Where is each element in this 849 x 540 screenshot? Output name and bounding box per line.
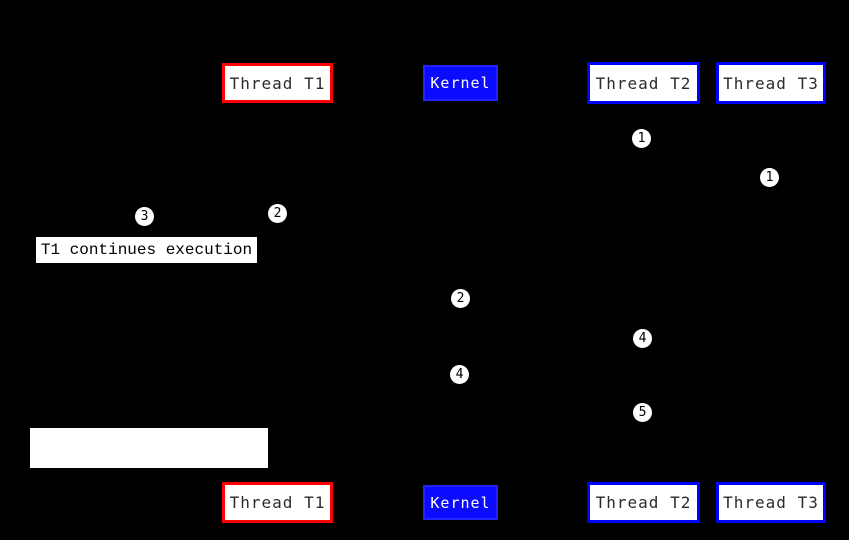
step-circle-1-t2: 1	[632, 129, 651, 148]
thread-t3-box-bottom: Thread T3	[716, 482, 826, 523]
kernel-box-top: Kernel	[423, 65, 498, 101]
step-circle-4-kernel: 4	[450, 365, 469, 384]
thread-t1-box-top: Thread T1	[222, 63, 333, 103]
thread-t3-box-top: Thread T3	[716, 62, 826, 104]
t1-continues-annotation: T1 continues execution	[36, 237, 257, 263]
thread-t1-label-bottom: Thread T1	[229, 493, 326, 512]
thread-t2-box-top: Thread T2	[587, 62, 700, 104]
kernel-label-bottom: Kernel	[430, 493, 491, 512]
thread-t3-label: Thread T3	[723, 73, 819, 93]
t1-continues-annotation-text: T1 continues execution	[40, 241, 253, 259]
thread-t1-box-bottom: Thread T1	[222, 482, 333, 523]
thread-t2-label: Thread T2	[595, 73, 692, 93]
step-circle-3: 3	[135, 207, 154, 226]
thread-t1-label: Thread T1	[229, 73, 326, 93]
thread-t2-label-bottom: Thread T2	[595, 493, 692, 512]
thread-t2-box-bottom: Thread T2	[587, 482, 700, 523]
step-circle-2-kernel: 2	[451, 289, 470, 308]
step-circle-1-t3: 1	[760, 168, 779, 187]
step-circle-2-t1: 2	[268, 204, 287, 223]
step-circle-4-t2: 4	[633, 329, 652, 348]
kernel-label: Kernel	[430, 74, 491, 92]
step-circle-5-t2: 5	[633, 403, 652, 422]
kernel-box-bottom: Kernel	[423, 485, 498, 520]
thread-t3-label-bottom: Thread T3	[723, 493, 819, 512]
blank-label-box	[30, 428, 268, 468]
